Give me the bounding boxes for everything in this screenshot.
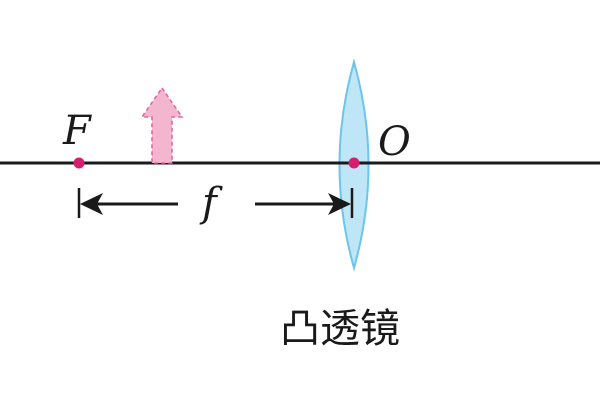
focal-length-label: f xyxy=(199,180,223,226)
lens-caption: 凸透镜 xyxy=(280,306,400,352)
arrowhead-right-icon xyxy=(328,193,351,215)
optical-center-label: O xyxy=(378,119,411,165)
focal-point-label: F xyxy=(62,108,92,154)
object-arrow xyxy=(140,86,184,164)
optical-center-dot xyxy=(348,157,360,169)
focal-point-dot xyxy=(73,157,85,169)
arrowhead-left-icon xyxy=(80,193,103,215)
